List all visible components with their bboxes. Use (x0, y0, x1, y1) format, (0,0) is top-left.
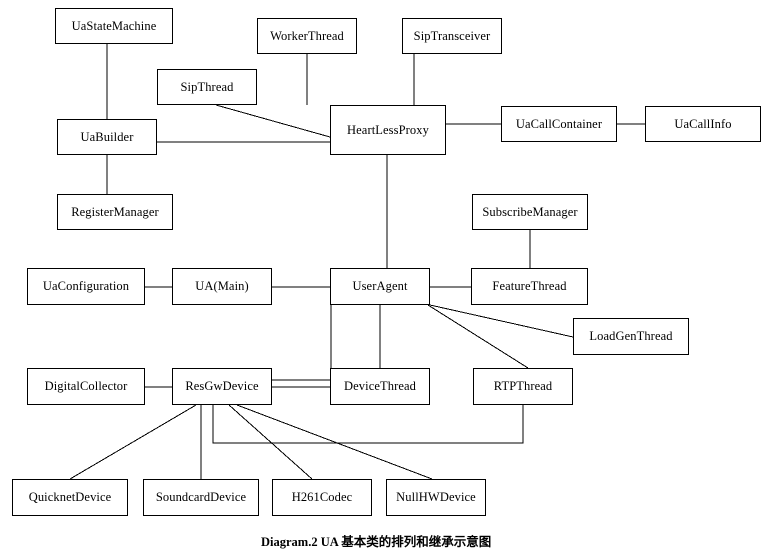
edge-sipthread-to-heartlessproxy (215, 104, 331, 138)
class-box-label: RTPThread (493, 379, 553, 394)
class-box-workerthread[interactable]: WorkerThread (257, 18, 357, 54)
class-box-label: QuicknetDevice (28, 490, 112, 505)
class-box-label: SipThread (180, 79, 234, 94)
edge-resgwdevice-to-h261codec (228, 404, 313, 480)
class-box-uabuilder[interactable]: UaBuilder (57, 119, 157, 155)
edge-useragent-to-loadgenthread (429, 304, 574, 338)
class-box-useragent[interactable]: UserAgent (330, 268, 430, 305)
class-box-uastatemachine[interactable]: UaStateMachine (55, 8, 173, 44)
class-box-label: H261Codec (291, 490, 353, 505)
class-box-devicethread[interactable]: DeviceThread (330, 368, 430, 405)
edge-useragent-to-resgwdevice (272, 305, 332, 388)
class-box-resgwdevice[interactable]: ResGwDevice (172, 368, 272, 405)
class-box-label: DeviceThread (344, 379, 416, 394)
class-box-registermanager[interactable]: RegisterManager (57, 194, 173, 230)
class-box-label: SoundcardDevice (155, 490, 247, 505)
diagram-caption: Diagram.2 UA 基本类的排列和继承示意图 (261, 535, 492, 549)
class-box-nullhwdevice[interactable]: NullHWDevice (386, 479, 486, 516)
class-box-label: HeartLessProxy (347, 122, 429, 137)
class-box-quicknetdevice[interactable]: QuicknetDevice (12, 479, 128, 516)
class-box-label: UaStateMachine (71, 18, 157, 33)
class-box-h261codec[interactable]: H261Codec (272, 479, 372, 516)
edge-useragent-to-rtpthread (427, 304, 529, 369)
class-box-featurethread[interactable]: FeatureThread (471, 268, 588, 305)
class-box-uacallinfo[interactable]: UaCallInfo (645, 106, 761, 142)
class-box-siptransceiver[interactable]: SipTransceiver (402, 18, 502, 54)
edge-resgwdevice-to-rtpthread (212, 405, 524, 444)
class-box-label: UaCallInfo (674, 116, 732, 131)
class-box-subscribemanager[interactable]: SubscribeManager (472, 194, 588, 230)
class-box-loadgenthread[interactable]: LoadGenThread (573, 318, 689, 355)
class-box-label: NullHWDevice (396, 490, 476, 505)
class-box-label: SipTransceiver (413, 28, 491, 43)
class-box-sipthread[interactable]: SipThread (157, 69, 257, 105)
class-box-label: UserAgent (352, 279, 408, 294)
class-box-digitalcollector[interactable]: DigitalCollector (27, 368, 145, 405)
class-box-uaconfiguration[interactable]: UaConfiguration (27, 268, 145, 305)
class-box-uacallcontainer[interactable]: UaCallContainer (501, 106, 617, 142)
class-box-label: UaBuilder (80, 129, 134, 144)
edge-resgwdevice-to-nullhwdevice (236, 404, 433, 480)
class-box-label: UaCallContainer (515, 116, 603, 131)
edge-resgwdevice-to-quicknetdevice (69, 404, 197, 480)
class-box-heartlessproxy[interactable]: HeartLessProxy (330, 105, 446, 155)
class-box-rtpthread[interactable]: RTPThread (473, 368, 573, 405)
class-box-label: UA(Main) (195, 279, 249, 294)
class-box-label: FeatureThread (492, 279, 567, 294)
class-box-label: SubscribeManager (482, 204, 578, 219)
class-box-label: DigitalCollector (44, 379, 128, 394)
class-box-label: LoadGenThread (589, 329, 673, 344)
class-box-soundcarddevice[interactable]: SoundcardDevice (143, 479, 259, 516)
class-box-uamain[interactable]: UA(Main) (172, 268, 272, 305)
class-box-label: RegisterManager (71, 204, 159, 219)
class-box-label: WorkerThread (270, 28, 344, 43)
class-box-label: ResGwDevice (185, 379, 259, 394)
class-box-label: UaConfiguration (42, 279, 130, 294)
